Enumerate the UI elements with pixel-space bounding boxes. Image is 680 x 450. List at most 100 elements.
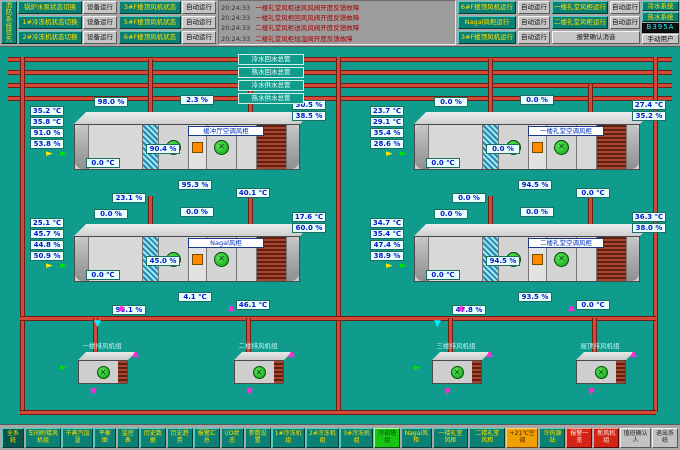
- fan-icon: [595, 366, 608, 379]
- value-box: 0.0 %: [94, 209, 128, 219]
- run-mode-button[interactable]: 设备运行: [83, 31, 117, 44]
- status-button[interactable]: 3#F楼顶风机状态: [119, 1, 181, 14]
- nav-button-io-status[interactable]: I/O状态: [221, 428, 244, 448]
- flow-arrow-icon: ►: [46, 150, 53, 159]
- nav-button-fresh-air[interactable]: 新风机组: [593, 428, 619, 448]
- nav-button-duty-confirm[interactable]: 值班确认人: [620, 428, 651, 448]
- value-box: 91.0 %: [30, 128, 64, 138]
- nav-button-chiller-1[interactable]: 1#冷冻机组: [272, 428, 305, 448]
- nav-button-history-data[interactable]: 历史数据: [140, 428, 166, 448]
- fan-top-face: [234, 352, 292, 360]
- nav-button-hall1-ahu[interactable]: 一楼礼堂风柜: [433, 428, 469, 448]
- nav-button-overview[interactable]: 全系统: [2, 428, 24, 448]
- nav-button-monitor-table[interactable]: 监控表: [117, 428, 139, 448]
- run-mode-button[interactable]: 自动运行: [610, 16, 640, 29]
- status-button[interactable]: 锅炉水泵状态切换: [18, 1, 82, 14]
- value-box: 38.0 %: [632, 223, 666, 233]
- ahu-name-label: Nagal风柜: [188, 238, 264, 248]
- flow-arrow-icon: ▼: [94, 320, 101, 329]
- fan-top-face: [576, 352, 634, 360]
- nav-button-21c-ac[interactable]: +21℃空调: [506, 428, 538, 448]
- alarm-row[interactable]: 20:24:33 一楼礼堂风柜回风风阀开度反馈故障: [221, 13, 453, 23]
- status-button[interactable]: 5#F楼顶风机状态: [119, 16, 181, 29]
- exhaust-fan-unit-2: 二楼排风机组 ▲ ▼: [212, 340, 304, 398]
- run-mode-button[interactable]: 自动运行: [182, 16, 216, 29]
- nav-button-parameters[interactable]: 参数设置: [245, 428, 271, 448]
- flow-arrow-icon: ►: [400, 262, 407, 271]
- status-button[interactable]: 二楼礼堂风柜运行: [552, 16, 608, 29]
- alarm-message: 一楼礼堂风柜回风风阀开度反馈故障: [255, 14, 359, 22]
- alarm-time: 20:24:33: [221, 14, 250, 22]
- flow-arrow-icon: ▼: [90, 388, 97, 397]
- value-box: 35.2 ℃: [30, 106, 64, 116]
- ahu-top-face: [414, 112, 652, 124]
- alarm-row[interactable]: 20:24:33 一楼礼堂风柜送风风阀开度反馈故障: [221, 3, 453, 13]
- status-button[interactable]: 6#F楼顶风机运行: [458, 1, 516, 14]
- ahu-top-face: [74, 112, 312, 124]
- nav-button-balance-chart[interactable]: 平衡图: [94, 428, 116, 448]
- value-box: 23.1 %: [112, 193, 146, 203]
- flow-arrow-icon: ►: [386, 262, 393, 271]
- ahu-name-label: 一楼礼堂空调风柜: [528, 126, 604, 136]
- nav-button-exit-system[interactable]: 退出系统: [652, 428, 678, 448]
- flow-arrow-icon: ▲: [458, 304, 465, 313]
- hot-water-system-button[interactable]: 热水系统: [642, 12, 679, 22]
- nav-button-humidifier[interactable]: 干蒸汽加湿: [62, 428, 93, 448]
- user-mode-button[interactable]: 手动用户: [642, 34, 679, 44]
- coil-icon: [192, 254, 203, 265]
- nav-button-history-trend[interactable]: 历史趋势: [167, 428, 193, 448]
- flow-arrow-icon: ▲: [288, 350, 295, 359]
- run-mode-button[interactable]: 自动运行: [518, 16, 550, 29]
- run-mode-button[interactable]: 自动运行: [518, 1, 550, 14]
- alarm-row[interactable]: 20:24:33 二楼礼堂风柜加湿阀开度反馈故障: [221, 34, 453, 44]
- exhaust-fan-unit-4: 屋顶排风机组 ▲ ▼: [554, 340, 646, 398]
- value-box: 35.4 ℃: [370, 229, 404, 239]
- flow-arrow-icon: ▼: [434, 320, 441, 329]
- run-mode-button[interactable]: 自动运行: [182, 1, 216, 14]
- flow-arrow-icon: ▲: [118, 304, 125, 313]
- value-box: 60.0 %: [292, 223, 326, 233]
- value-box: 94.5 %: [518, 180, 552, 190]
- alarm-ack-button[interactable]: 报警确认消音: [552, 31, 640, 44]
- status-button[interactable]: 3#F楼顶风机运行: [458, 31, 516, 44]
- status-button[interactable]: 6#F楼顶风机状态: [119, 31, 181, 44]
- ahu-name-label: 缓冲厅空调风柜: [188, 126, 264, 136]
- status-button[interactable]: 一楼礼堂风柜运行: [552, 1, 608, 14]
- status-button[interactable]: Nagal风柜运行: [458, 16, 516, 29]
- fan-outlet-grille: [118, 361, 127, 383]
- value-box: 34.7 ℃: [370, 218, 404, 228]
- nav-button-alarm-list[interactable]: 报警一览: [566, 428, 592, 448]
- status-button[interactable]: 2#冷冻机状态切换: [18, 31, 82, 44]
- exhaust-fan-graphic: [78, 352, 128, 386]
- nav-button-nagal-ahu[interactable]: Nagal风柜: [401, 428, 431, 448]
- run-mode-button[interactable]: 设备运行: [83, 1, 117, 14]
- value-box: 0.0 ℃: [86, 158, 120, 168]
- run-mode-button[interactable]: 自动运行: [610, 1, 640, 14]
- exhaust-fan-graphic: [576, 352, 626, 386]
- fan-outlet-grille: [274, 361, 283, 383]
- run-mode-button[interactable]: 自动运行: [182, 31, 216, 44]
- ahu-top-face: [74, 224, 312, 236]
- flow-arrow-icon: ►: [60, 262, 67, 271]
- value-box: 45.0 %: [146, 256, 180, 266]
- nav-button-chiller-3[interactable]: 3#冷冻机组: [340, 428, 373, 448]
- chilled-water-system-button[interactable]: 冷水系统: [642, 1, 679, 11]
- value-box: 25.1 ℃: [30, 218, 64, 228]
- nav-button-annex-fans[interactable]: 车间附楼风机组: [25, 428, 61, 448]
- nav-button-cooling-tower[interactable]: 冷却塔组: [374, 428, 400, 448]
- alarm-row[interactable]: 20:24:33 二楼礼堂风柜送风风阀开度反馈故障: [221, 23, 453, 33]
- alarm-time: 20:24:33: [221, 24, 250, 32]
- status-button[interactable]: 1#冷冻机状态切换: [18, 16, 82, 29]
- nav-button-plant-source[interactable]: 冷热源站: [539, 428, 565, 448]
- nav-button-alarm-summary[interactable]: 报警汇总: [194, 428, 220, 448]
- run-mode-button[interactable]: 设备运行: [83, 16, 117, 29]
- value-box: 90.4 %: [146, 144, 180, 154]
- alarm-message: 二楼礼堂风柜送风风阀开度反馈故障: [255, 24, 359, 32]
- run-mode-button[interactable]: 自动运行: [518, 31, 550, 44]
- pipe-riser-left: [20, 57, 25, 412]
- nav-button-chiller-2[interactable]: 2#冷冻机组: [306, 428, 339, 448]
- flow-arrow-icon: ►: [46, 262, 53, 271]
- nav-button-hall2-ahu[interactable]: 二楼礼堂风柜: [469, 428, 505, 448]
- ahu-top-face: [414, 224, 652, 236]
